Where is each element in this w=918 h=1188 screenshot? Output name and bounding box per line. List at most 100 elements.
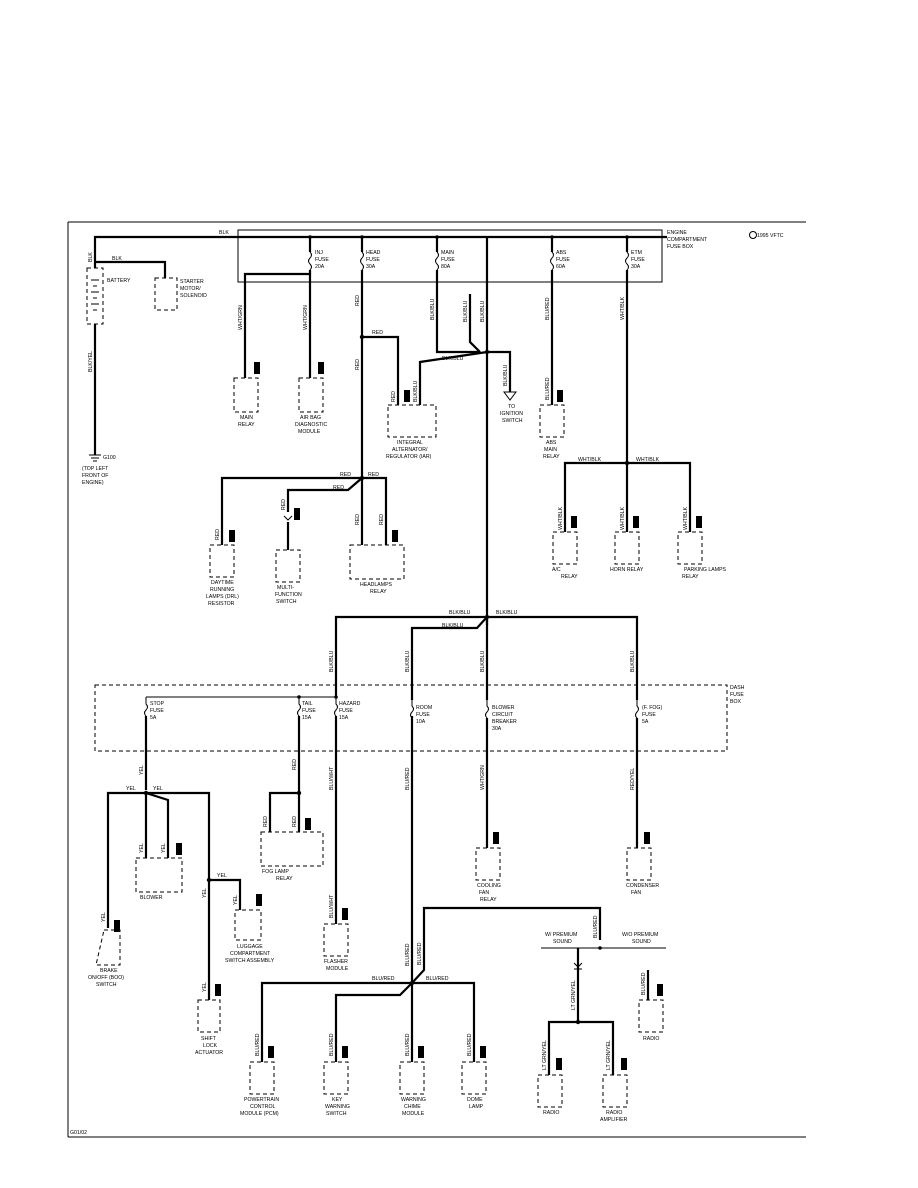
wire-label: YEL	[139, 843, 145, 853]
ignition-label: SWITCH	[502, 418, 523, 424]
fuse-ffog-label: FUSE	[642, 712, 656, 718]
fuse-icon	[625, 251, 629, 271]
luggage-switch-box	[234, 909, 262, 941]
fuse-stop-label: FUSE	[150, 708, 164, 714]
wire-label: RED	[292, 816, 298, 827]
connector-icon	[318, 362, 324, 374]
radio-box-premium	[537, 1074, 563, 1108]
condenser-fan-relay-box	[614, 531, 640, 565]
dash-fuses	[144, 697, 639, 719]
key-label: KEY	[332, 1097, 343, 1103]
main-relay-label: RELAY	[238, 422, 255, 428]
wire-label: YEL	[101, 912, 107, 922]
multi-label: SWITCH	[276, 599, 297, 605]
chime-label: MODULE	[402, 1111, 425, 1117]
fuse-icon	[485, 700, 489, 719]
iar-label: INTEGRAL	[397, 440, 423, 446]
fuse-etm-label: ETM	[631, 250, 642, 256]
fuse-ffog-label: (F. FOG)	[642, 705, 662, 711]
wire-label: BLU/WHT	[329, 766, 335, 790]
arrow-icon	[503, 391, 517, 401]
wire-label: BLU/RED	[545, 377, 551, 400]
wire-label: BLU/RED	[417, 942, 423, 965]
wire-label: BLK/BLU	[430, 298, 436, 320]
wire-label: RED	[379, 514, 385, 525]
fuse-abs-label: FUSE	[556, 257, 570, 263]
wire-label: BLK/BLU	[463, 300, 469, 322]
fuse-head-label: FUSE	[366, 257, 380, 263]
wire-label-blk-yel: BLK/YEL	[88, 351, 94, 372]
radio2-label: RADIO	[643, 1036, 659, 1042]
wire-label: BLU/RED	[545, 297, 551, 320]
wire-label: BLU/RED	[641, 972, 647, 995]
cooling-label: A/C	[552, 567, 561, 573]
option-label: SOUND	[553, 939, 572, 945]
drl-label: LAMPS (DRL)	[206, 594, 239, 600]
wire-label: YEL	[217, 873, 227, 879]
drl-label: RESISTOR	[208, 601, 235, 607]
fuse-stop-label: STOP	[150, 701, 165, 707]
engine-box-label-3: FUSE BOX	[667, 244, 694, 250]
blower-label: FAN	[479, 890, 489, 896]
wire-label: YEL	[126, 786, 136, 792]
wire-yel-brake	[106, 791, 146, 928]
wire-blk-blu-fog	[487, 615, 639, 700]
connector-chevron-icon	[573, 962, 583, 970]
pcm-box	[249, 1061, 275, 1095]
wire-label: BLU/RED	[593, 915, 599, 938]
wire-label: BLK/BLU	[480, 300, 486, 322]
wire-label: BLU/RED	[405, 1033, 411, 1056]
wire-label: RED	[368, 472, 379, 478]
wire-label: WHT/GRN	[238, 305, 244, 330]
wire-blu-red-dome	[412, 981, 476, 1062]
fuse-hazard-label: FUSE	[339, 708, 353, 714]
fuse-room-label: ROOM	[416, 705, 432, 711]
shift-lock-box	[197, 999, 221, 1033]
ignition-label: IGNITION	[500, 411, 523, 417]
wire-label: BLU/RED	[467, 1033, 473, 1056]
key-warning-box	[323, 1061, 349, 1095]
wire-label: BLU/RED	[426, 976, 449, 982]
wire-label: RED	[391, 391, 397, 402]
wire-label: BLU/RED	[255, 1033, 261, 1056]
fuse-abs-label: 60A	[556, 264, 566, 270]
wire-label: WHT/GRN	[480, 765, 486, 790]
connector-icon	[696, 516, 702, 528]
flasher-label: MODULE	[326, 966, 349, 972]
starter-label-1: STARTER	[180, 279, 204, 285]
wire-label: BLU/RED	[405, 767, 411, 790]
drl-box	[209, 544, 235, 578]
drl-label: RUNNING	[210, 587, 234, 593]
wire-red-tail	[268, 716, 301, 832]
wire-label: LT GRN/YEL	[571, 980, 577, 1010]
dome-lamp-box	[461, 1061, 487, 1095]
ac-label: RELAY	[682, 574, 699, 580]
iar-label: ALTERNATOR/	[392, 447, 428, 453]
fuse-icon	[410, 700, 414, 719]
option-label: SOUND	[632, 939, 651, 945]
abs-relay-label: RELAY	[543, 454, 560, 460]
wire-blk-blu-ignition	[487, 350, 512, 392]
wire-label: BLU/RED	[405, 943, 411, 966]
wire-label: LT GRN/YEL	[542, 1040, 548, 1070]
splice	[296, 790, 302, 796]
wire-yel-horn-b	[145, 791, 170, 858]
wire-wht-grn-main-relay	[243, 270, 312, 378]
fog-label: FAN	[631, 890, 641, 896]
dome-label: LAMP	[469, 1104, 484, 1110]
wire-label-blk-top: BLK	[219, 230, 229, 236]
ac-relay-box	[677, 531, 703, 565]
fuse-hazard-label: 15A	[339, 715, 349, 721]
wire-label: WHT/BLK	[558, 506, 564, 530]
fuse-icon	[435, 251, 439, 271]
condenser-label: HORN RELAY	[610, 567, 644, 573]
wire-red-iar	[362, 335, 400, 405]
connector-icon	[342, 1046, 348, 1058]
main-relay-box	[233, 377, 259, 413]
abs-relay-label: MAIN	[544, 447, 557, 453]
fuse-icon	[308, 251, 312, 271]
fuse-inj-label: 20A	[315, 264, 325, 270]
wire-label: LT GRN/YEL	[606, 1040, 612, 1070]
wire-label: BLK/BLU	[442, 623, 464, 629]
